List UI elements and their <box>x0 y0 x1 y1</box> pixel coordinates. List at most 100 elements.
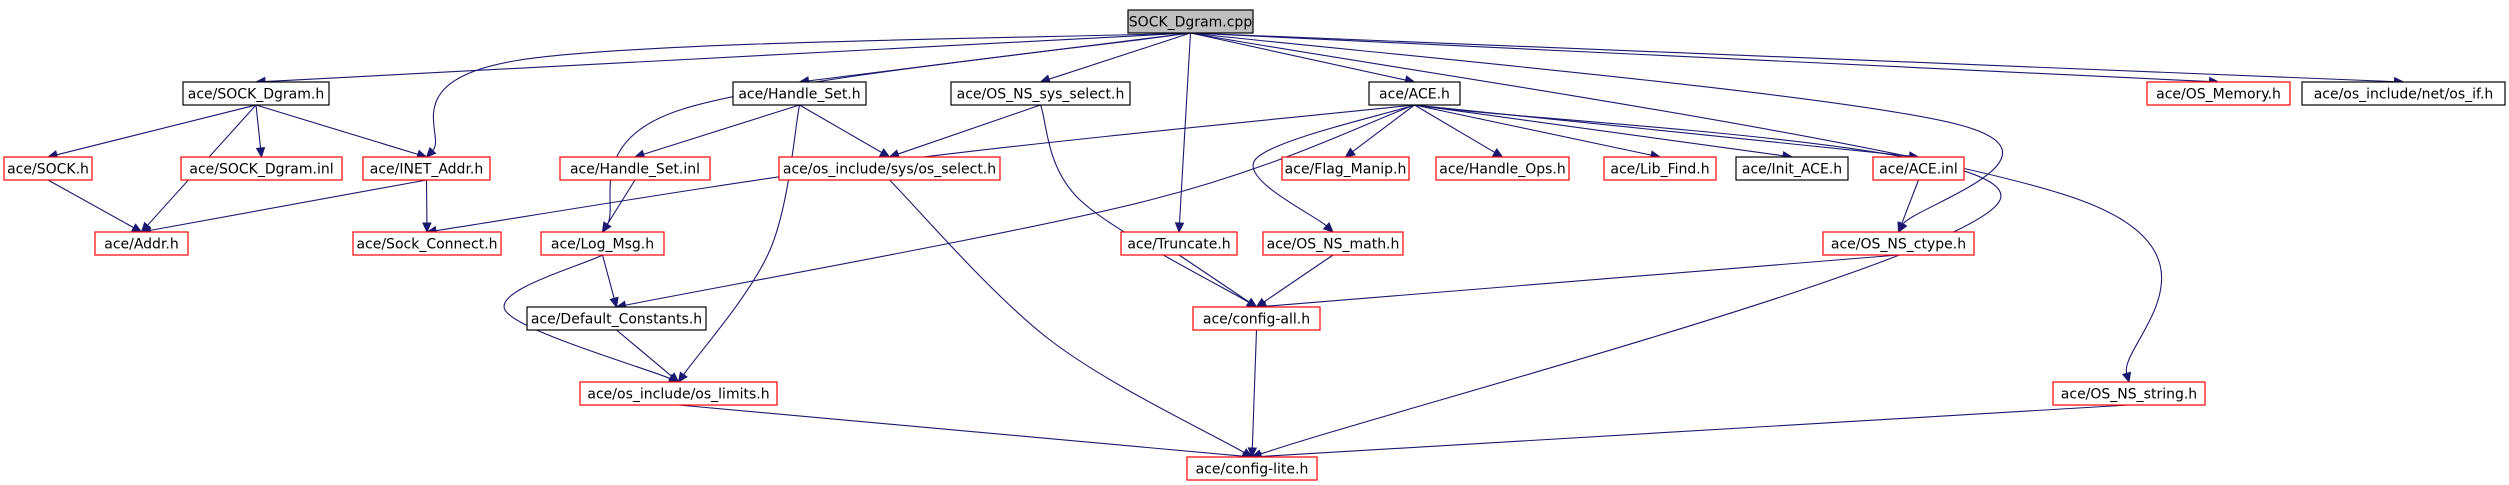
node-label: ace/Sock_Connect.h <box>356 237 497 253</box>
edge-arrowhead-icon <box>422 222 432 234</box>
node-box[interactable] <box>2146 81 2291 106</box>
node-box[interactable] <box>352 231 502 256</box>
node-sock-dgram-cpp[interactable]: SOCK_Dgram.cpp <box>1127 9 1254 34</box>
node-box[interactable] <box>2301 81 2506 106</box>
node-box[interactable] <box>1822 231 1975 256</box>
node-os-ns-math-h[interactable]: ace/OS_NS_math.h <box>1262 231 1404 256</box>
node-label: ace/Lib_Find.h <box>1610 162 1709 178</box>
edge-line <box>616 329 672 377</box>
node-lib-find-h[interactable]: ace/Lib_Find.h <box>1603 156 1717 181</box>
node-flag-manip-h[interactable]: ace/Flag_Manip.h <box>1281 156 1410 181</box>
node-label: ace/ACE.h <box>1379 87 1450 103</box>
node-label: ace/INET_Addr.h <box>370 162 484 178</box>
nodes-layer: SOCK_Dgram.cpp ace/SOCK_Dgram.h ace/Handle… <box>3 9 2506 481</box>
node-label: ace/Log_Msg.h <box>551 237 654 253</box>
edge-ace_h-to-lib_find_h <box>1414 104 1662 160</box>
edge-line <box>1263 254 1334 303</box>
node-os-ns-string-h[interactable]: ace/OS_NS_string.h <box>2052 381 2206 406</box>
edge-line <box>897 104 1041 155</box>
edge-line <box>1190 32 1406 81</box>
node-log-msg-h[interactable]: ace/Log_Msg.h <box>540 231 665 256</box>
node-box[interactable] <box>1435 156 1570 181</box>
node-sock-connect-h[interactable]: ace/Sock_Connect.h <box>352 231 502 256</box>
node-box[interactable] <box>950 81 1131 106</box>
node-label: SOCK_Dgram.cpp <box>1129 15 1253 31</box>
node-init-ace-h[interactable]: ace/Init_ACE.h <box>1735 156 1849 181</box>
node-os-limits-h[interactable]: ace/os_include/os_limits.h <box>579 381 778 406</box>
edge-sock_dgram_cpp-to-os_ns_ctype_h <box>1190 32 2003 234</box>
edge-os_ns_sys_select_h-to-config_all_h <box>1039 104 1258 308</box>
node-label: ace/config-lite.h <box>1196 462 1309 478</box>
node-handle-ops-h[interactable]: ace/Handle_Ops.h <box>1435 156 1570 181</box>
node-box[interactable] <box>732 81 867 106</box>
node-box[interactable] <box>94 231 189 256</box>
node-addr-h[interactable]: ace/Addr.h <box>94 231 189 256</box>
edge-arrowhead-icon <box>130 223 143 233</box>
node-box[interactable] <box>1192 306 1321 331</box>
edge-line <box>1178 254 1250 303</box>
node-box[interactable] <box>2052 381 2206 406</box>
edge-arrowhead-icon <box>2121 371 2132 384</box>
edge-line <box>606 179 636 225</box>
node-config-lite-h[interactable]: ace/config-lite.h <box>1186 456 1318 481</box>
node-box[interactable] <box>3 156 93 181</box>
node-label: ace/os_include/sys/os_select.h <box>783 162 996 178</box>
node-box[interactable] <box>1368 81 1461 106</box>
node-label: ace/os_include/net/os_if.h <box>2314 87 2494 103</box>
node-box[interactable] <box>1127 9 1254 34</box>
edge-sock_h-to-addr_h <box>47 179 143 233</box>
node-box[interactable] <box>182 81 330 106</box>
node-ace-h[interactable]: ace/ACE.h <box>1368 81 1461 106</box>
node-config-all-h[interactable]: ace/config-all.h <box>1192 306 1321 331</box>
node-box[interactable] <box>1872 156 1965 181</box>
node-handle-set-h[interactable]: ace/Handle_Set.h <box>732 81 867 106</box>
edge-sock_dgram_cpp-to-os_if_h <box>1190 32 2405 87</box>
edge-line <box>1901 179 1920 224</box>
node-inet-addr-h[interactable]: ace/INET_Addr.h <box>362 156 491 181</box>
node-os-ns-sys-select-h[interactable]: ace/OS_NS_sys_select.h <box>950 81 1131 106</box>
node-label: ace/Default_Constants.h <box>531 312 702 328</box>
edge-line <box>678 404 1244 457</box>
node-box[interactable] <box>559 156 711 181</box>
node-box[interactable] <box>579 381 778 406</box>
node-box[interactable] <box>1735 156 1849 181</box>
edge-sock_dgram_cpp-to-truncate_h <box>1174 32 1192 234</box>
node-ace-inl[interactable]: ace/ACE.inl <box>1872 156 1965 181</box>
node-box[interactable] <box>362 156 491 181</box>
node-sock-dgram-h[interactable]: ace/SOCK_Dgram.h <box>182 81 330 106</box>
node-box[interactable] <box>1186 456 1318 481</box>
node-handle-set-inl[interactable]: ace/Handle_Set.inl <box>559 156 711 181</box>
node-box[interactable] <box>778 156 1001 181</box>
node-box[interactable] <box>526 306 707 331</box>
edge-line <box>1260 404 2130 458</box>
node-os-select-h[interactable]: ace/os_include/sys/os_select.h <box>778 156 1001 181</box>
edge-line <box>1352 104 1415 153</box>
node-default-constants-h[interactable]: ace/Default_Constants.h <box>526 306 707 331</box>
node-box[interactable] <box>1120 231 1238 256</box>
node-truncate-h[interactable]: ace/Truncate.h <box>1120 231 1238 256</box>
node-os-ns-ctype-h[interactable]: ace/OS_NS_ctype.h <box>1822 231 1975 256</box>
edge-handle_set_h-to-handle_set_inl <box>633 104 800 159</box>
edge-line <box>56 104 257 156</box>
edge-arrowhead-icon <box>878 148 891 158</box>
node-sock-dgram-inl[interactable]: ace/SOCK_Dgram.inl <box>180 156 343 181</box>
edge-inet_addr_h-to-sock_connect_h <box>422 179 432 234</box>
node-box[interactable] <box>1281 156 1410 181</box>
edge-sock_dgram_h-to-sock_h <box>46 104 257 160</box>
node-os-memory-h[interactable]: ace/OS_Memory.h <box>2146 81 2291 106</box>
node-box[interactable] <box>180 156 343 181</box>
node-label: ace/Handle_Set.h <box>738 87 860 103</box>
edge-sock_dgram_h-to-inet_addr_h <box>255 104 428 159</box>
edge-arrowhead-icon <box>425 146 437 158</box>
edge-line <box>1414 104 1652 156</box>
edge-ace_h-to-init_ace_h <box>1414 104 1794 161</box>
node-os-if-h[interactable]: ace/os_include/net/os_if.h <box>2301 81 2506 106</box>
node-sock-h[interactable]: ace/SOCK.h <box>3 156 93 181</box>
edge-os_limits_h-to-config_lite_h <box>678 404 1254 461</box>
node-box[interactable] <box>540 231 665 256</box>
edge-arrowhead-icon <box>1174 222 1185 234</box>
node-box[interactable] <box>1603 156 1717 181</box>
node-box[interactable] <box>1262 231 1404 256</box>
edge-ace_inl-to-os_ns_ctype_h <box>1897 179 1920 234</box>
edge-arrowhead-icon <box>668 372 680 383</box>
